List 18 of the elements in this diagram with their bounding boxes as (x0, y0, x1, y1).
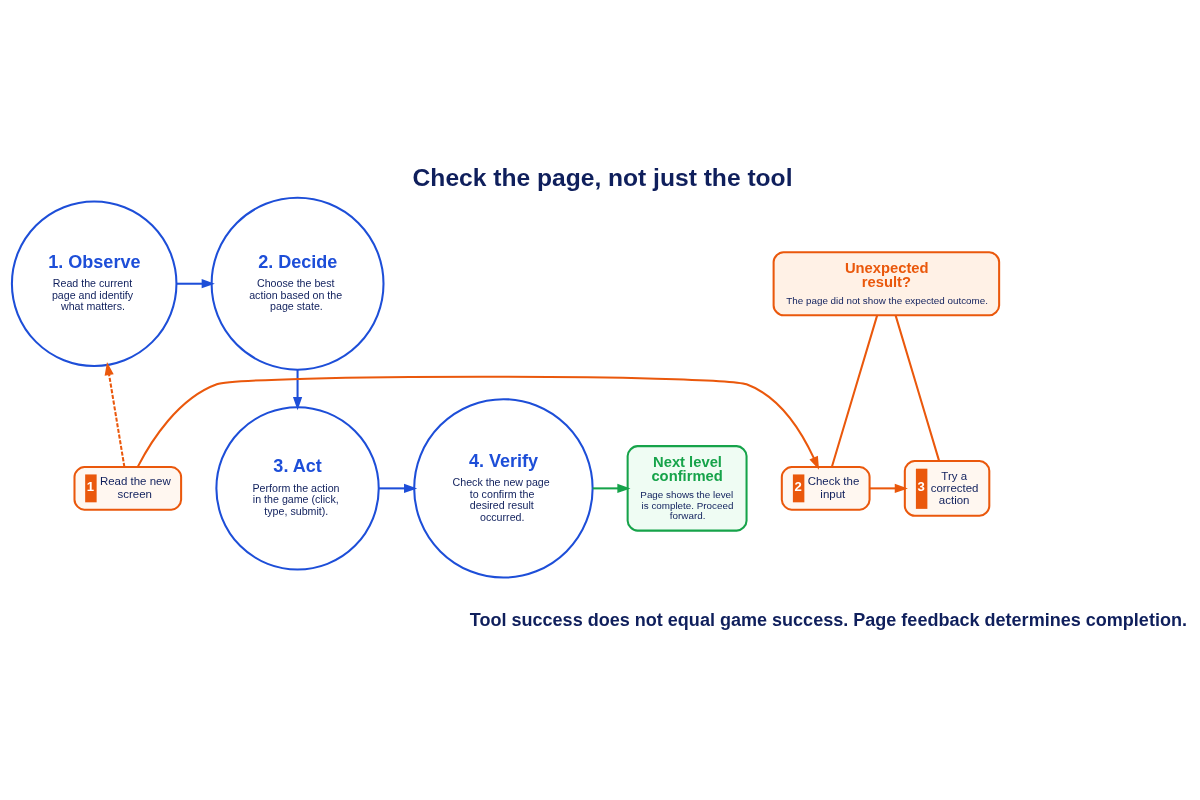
connector (894, 314, 940, 461)
node-box: Next level confirmed Page shows the level is complete. Proceed forward. (626, 444, 748, 532)
arrow (104, 361, 126, 467)
node-circle: 3. Act Perform the action in the game (click, type, submit). (215, 405, 380, 571)
node-circle: 1. Observe Read the current page and identify what matters. (10, 199, 178, 367)
arrow (378, 483, 418, 493)
diagram-title: Check the page, not just the tool (412, 163, 793, 191)
node-box: 3 Try a corrected action (903, 459, 991, 517)
arrow (592, 483, 631, 493)
arrow (292, 369, 303, 410)
arrow (136, 375, 820, 470)
arrow (176, 278, 215, 288)
caption: Tool success does not equal game success. Page feedback determines completion. (469, 609, 1187, 630)
arrow (869, 483, 908, 493)
node-circle: 2. Decide Choose the best action based on the page state. (210, 196, 385, 371)
node-box: Unexpected result? The page did not show the expected outcome. (772, 250, 1001, 316)
connector (830, 314, 879, 467)
node-circle: 4. Verify Check the new page to confirm the desired result occurred. (413, 397, 594, 579)
